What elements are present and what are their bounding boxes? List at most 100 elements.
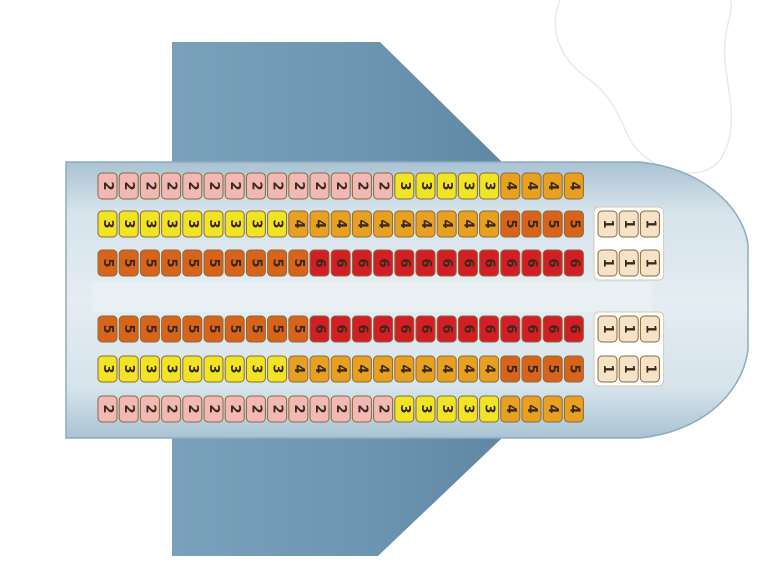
seat-bottom-middle-23[interactable]: 5 (563, 355, 584, 383)
seat-front-top-1-3[interactable]: 1 (639, 210, 660, 238)
seat-top-window-3[interactable]: 2 (139, 172, 160, 200)
seat-top-window-18[interactable]: 3 (457, 172, 478, 200)
seat-top-window-1[interactable]: 2 (97, 172, 118, 200)
seat-top-aisle-13[interactable]: 6 (351, 249, 372, 277)
seat-bottom-middle-13[interactable]: 4 (351, 355, 372, 383)
seat-top-window-5[interactable]: 2 (182, 172, 203, 200)
seat-bottom-middle-1[interactable]: 3 (97, 355, 118, 383)
seat-top-window-16[interactable]: 3 (415, 172, 436, 200)
seat-bottom-middle-15[interactable]: 4 (394, 355, 415, 383)
seat-bottom-window-18[interactable]: 3 (457, 395, 478, 423)
seat-bottom-window-1[interactable]: 2 (97, 395, 118, 423)
seat-bottom-middle-19[interactable]: 4 (479, 355, 500, 383)
seat-bottom-window-7[interactable]: 2 (224, 395, 245, 423)
seat-bottom-middle-17[interactable]: 4 (436, 355, 457, 383)
seat-bottom-window-22[interactable]: 4 (542, 395, 563, 423)
seat-top-middle-23[interactable]: 5 (563, 210, 584, 238)
seat-bottom-middle-6[interactable]: 3 (203, 355, 224, 383)
seat-top-aisle-1[interactable]: 5 (97, 249, 118, 277)
seat-top-middle-17[interactable]: 4 (436, 210, 457, 238)
seat-bottom-window-15[interactable]: 3 (394, 395, 415, 423)
seat-bottom-aisle-2[interactable]: 5 (118, 315, 139, 343)
seat-top-aisle-9[interactable]: 5 (267, 249, 288, 277)
seat-top-window-13[interactable]: 2 (351, 172, 372, 200)
seat-top-middle-22[interactable]: 5 (542, 210, 563, 238)
seat-bottom-window-6[interactable]: 2 (203, 395, 224, 423)
seat-bottom-middle-20[interactable]: 5 (500, 355, 521, 383)
seat-top-middle-20[interactable]: 5 (500, 210, 521, 238)
seat-top-window-7[interactable]: 2 (224, 172, 245, 200)
seat-bottom-middle-7[interactable]: 3 (224, 355, 245, 383)
seat-bottom-middle-22[interactable]: 5 (542, 355, 563, 383)
seat-top-window-21[interactable]: 4 (521, 172, 542, 200)
seat-bottom-aisle-6[interactable]: 5 (203, 315, 224, 343)
seat-top-aisle-2[interactable]: 5 (118, 249, 139, 277)
seat-bottom-aisle-13[interactable]: 6 (351, 315, 372, 343)
seat-top-window-2[interactable]: 2 (118, 172, 139, 200)
seat-bottom-aisle-5[interactable]: 5 (182, 315, 203, 343)
seat-bottom-middle-14[interactable]: 4 (373, 355, 394, 383)
seat-bottom-window-16[interactable]: 3 (415, 395, 436, 423)
seat-bottom-middle-11[interactable]: 4 (309, 355, 330, 383)
seat-front-bottom-2-1[interactable]: 1 (597, 355, 618, 383)
seat-bottom-middle-4[interactable]: 3 (161, 355, 182, 383)
seat-top-aisle-15[interactable]: 6 (394, 249, 415, 277)
seat-bottom-aisle-10[interactable]: 5 (288, 315, 309, 343)
seat-top-middle-19[interactable]: 4 (479, 210, 500, 238)
seat-bottom-window-11[interactable]: 2 (309, 395, 330, 423)
seat-bottom-middle-2[interactable]: 3 (118, 355, 139, 383)
seat-front-bottom-2-2[interactable]: 1 (618, 355, 639, 383)
seat-front-top-2-1[interactable]: 1 (597, 249, 618, 277)
seat-bottom-middle-21[interactable]: 5 (521, 355, 542, 383)
seat-top-aisle-6[interactable]: 5 (203, 249, 224, 277)
seat-top-window-6[interactable]: 2 (203, 172, 224, 200)
seat-bottom-window-10[interactable]: 2 (288, 395, 309, 423)
seat-bottom-window-14[interactable]: 2 (373, 395, 394, 423)
seat-top-aisle-16[interactable]: 6 (415, 249, 436, 277)
seat-bottom-aisle-8[interactable]: 5 (245, 315, 266, 343)
seat-top-middle-7[interactable]: 3 (224, 210, 245, 238)
seat-bottom-aisle-19[interactable]: 6 (479, 315, 500, 343)
seat-bottom-window-9[interactable]: 2 (267, 395, 288, 423)
seat-top-middle-8[interactable]: 3 (245, 210, 266, 238)
seat-top-middle-5[interactable]: 3 (182, 210, 203, 238)
seat-bottom-aisle-16[interactable]: 6 (415, 315, 436, 343)
seat-front-top-2-3[interactable]: 1 (639, 249, 660, 277)
seat-top-middle-11[interactable]: 4 (309, 210, 330, 238)
seat-bottom-window-2[interactable]: 2 (118, 395, 139, 423)
seat-bottom-aisle-17[interactable]: 6 (436, 315, 457, 343)
seat-bottom-middle-18[interactable]: 4 (457, 355, 478, 383)
seat-top-middle-3[interactable]: 3 (139, 210, 160, 238)
seat-front-top-1-1[interactable]: 1 (597, 210, 618, 238)
seat-top-window-15[interactable]: 3 (394, 172, 415, 200)
seat-bottom-aisle-21[interactable]: 6 (521, 315, 542, 343)
seat-bottom-window-21[interactable]: 4 (521, 395, 542, 423)
seat-top-aisle-3[interactable]: 5 (139, 249, 160, 277)
seat-bottom-window-8[interactable]: 2 (245, 395, 266, 423)
seat-top-window-22[interactable]: 4 (542, 172, 563, 200)
seat-top-middle-18[interactable]: 4 (457, 210, 478, 238)
seat-top-middle-4[interactable]: 3 (161, 210, 182, 238)
seat-top-middle-15[interactable]: 4 (394, 210, 415, 238)
seat-top-window-9[interactable]: 2 (267, 172, 288, 200)
seat-bottom-aisle-11[interactable]: 6 (309, 315, 330, 343)
seat-front-bottom-1-1[interactable]: 1 (597, 315, 618, 343)
seat-top-window-11[interactable]: 2 (309, 172, 330, 200)
seat-top-aisle-17[interactable]: 6 (436, 249, 457, 277)
seat-front-bottom-2-3[interactable]: 1 (639, 355, 660, 383)
seat-front-top-1-2[interactable]: 1 (618, 210, 639, 238)
seat-bottom-middle-12[interactable]: 4 (330, 355, 351, 383)
seat-bottom-window-19[interactable]: 3 (479, 395, 500, 423)
seat-front-bottom-1-2[interactable]: 1 (618, 315, 639, 343)
seat-bottom-window-3[interactable]: 2 (139, 395, 160, 423)
seat-bottom-aisle-22[interactable]: 6 (542, 315, 563, 343)
seat-top-aisle-19[interactable]: 6 (479, 249, 500, 277)
seat-bottom-window-4[interactable]: 2 (161, 395, 182, 423)
seat-bottom-aisle-7[interactable]: 5 (224, 315, 245, 343)
seat-top-aisle-20[interactable]: 6 (500, 249, 521, 277)
seat-bottom-aisle-1[interactable]: 5 (97, 315, 118, 343)
seat-top-window-17[interactable]: 3 (436, 172, 457, 200)
seat-bottom-middle-10[interactable]: 4 (288, 355, 309, 383)
seat-bottom-aisle-23[interactable]: 6 (563, 315, 584, 343)
seat-bottom-aisle-9[interactable]: 5 (267, 315, 288, 343)
